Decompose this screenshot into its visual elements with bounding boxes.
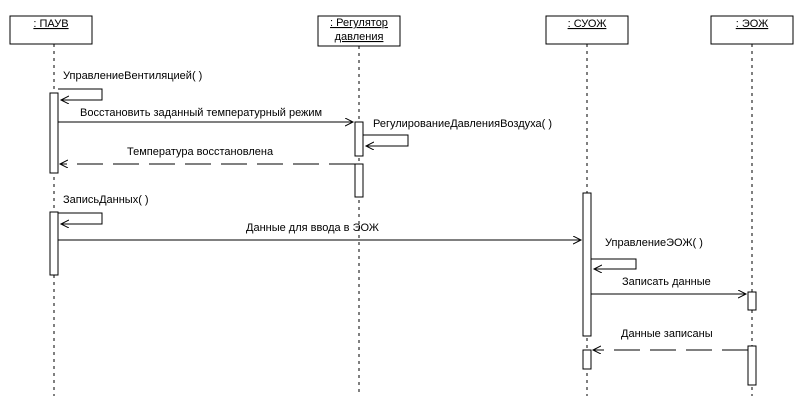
lifeline-head-label-line2: давления — [335, 31, 384, 43]
lifeline-head-box — [545, 15, 629, 45]
activation-bar-suozh-1 — [582, 192, 592, 337]
message-self-call-write-data: ЗаписьДанных( ) — [58, 194, 149, 224]
message-restore-temperature: Восстановить заданный температурный режи… — [58, 107, 353, 122]
activation-bar-suozh-2 — [582, 349, 592, 370]
message-line — [58, 212, 103, 224]
activation-bar-pauv-1 — [49, 92, 59, 174]
message-label: УправлениеЭОЖ( ) — [605, 237, 703, 249]
activation-bar-regulator-2 — [354, 163, 364, 198]
message-label: РегулированиеДавленияВоздуха( ) — [373, 118, 552, 130]
message-label: ЗаписьДанных( ) — [63, 194, 149, 206]
activation-bar-eozh-1 — [747, 291, 757, 311]
lifeline-regulator: : Регулятор давления — [317, 15, 401, 396]
message-self-call-ventilation: УправлениеВентиляцией( ) — [58, 70, 202, 100]
message-label: Температура восстановлена — [127, 146, 274, 158]
lifeline-head-box — [317, 15, 401, 47]
message-label: Записать данные — [622, 276, 711, 288]
activation-bar-regulator-1 — [354, 121, 364, 157]
message-self-call-air-pressure: РегулированиеДавленияВоздуха( ) — [363, 118, 552, 146]
message-label: Данные записаны — [621, 328, 713, 340]
lifeline-head-label: : ПАУВ — [33, 18, 68, 30]
lifeline-head-label: : СУОЖ — [568, 18, 607, 30]
message-self-call-eozh-control: УправлениеЭОЖ( ) — [591, 237, 703, 269]
message-line — [58, 88, 103, 100]
message-write-data: Записать данные — [591, 276, 746, 294]
message-line — [363, 134, 409, 146]
lifeline-head-box — [710, 15, 794, 45]
lifeline-head-label-line1: : Регулятор — [330, 17, 388, 29]
lifeline-head-label: : ЭОЖ — [736, 18, 769, 30]
message-temperature-restored: Температура восстановлена — [60, 146, 355, 164]
message-label: Данные для ввода в ЭОЖ — [246, 222, 379, 234]
message-data-written: Данные записаны — [593, 328, 748, 350]
lifeline-eozh: : ЭОЖ — [710, 15, 794, 396]
activation-bar-eozh-2 — [747, 345, 757, 386]
message-label: Восстановить заданный температурный режи… — [80, 107, 322, 119]
message-data-for-eozh: Данные для ввода в ЭОЖ — [58, 222, 581, 240]
message-label: УправлениеВентиляцией( ) — [63, 70, 202, 82]
activation-bar-pauv-2 — [49, 211, 59, 276]
lifeline-head-box — [9, 15, 93, 45]
message-line — [591, 258, 637, 269]
